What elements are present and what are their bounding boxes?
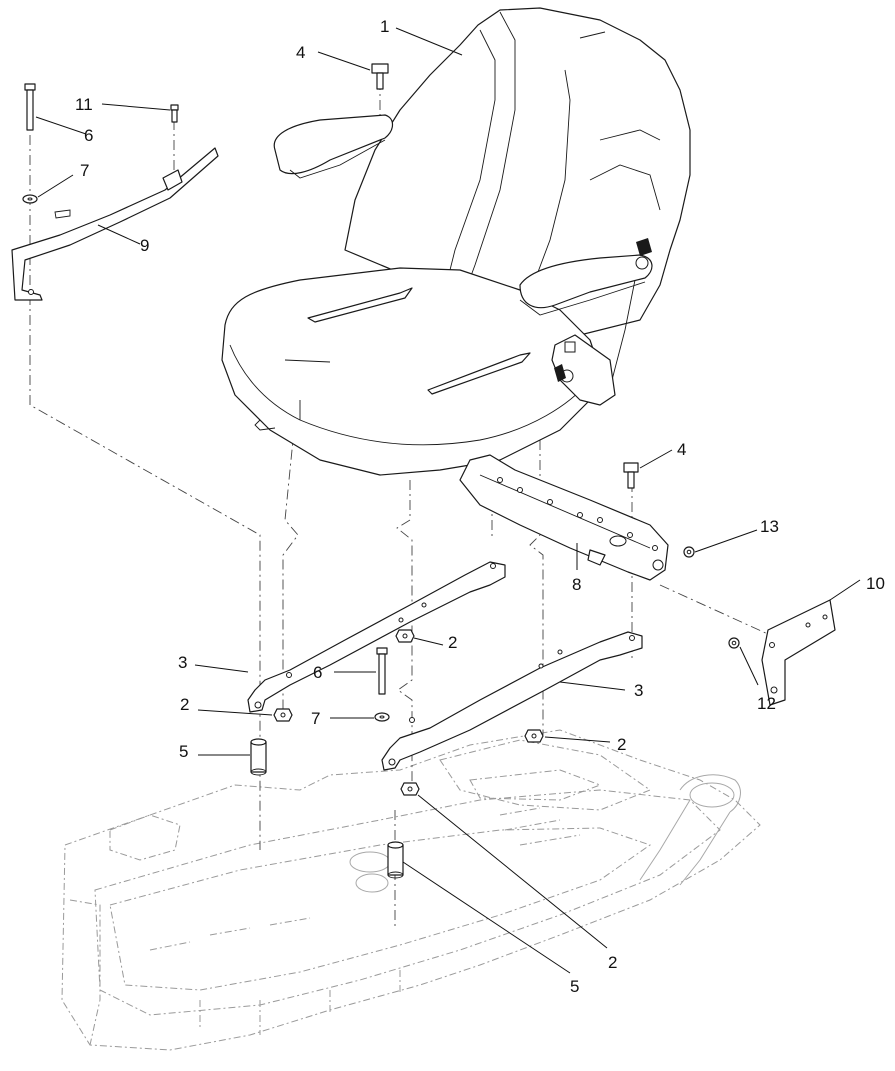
left-mount-bracket (11, 147, 219, 301)
callout-1: 1 (380, 17, 389, 36)
seat-assembly (221, 7, 691, 581)
spacer-item-5-left (250, 738, 267, 776)
callout-10: 10 (866, 574, 885, 593)
callout-2-a: 2 (448, 633, 457, 652)
callout-3-upper: 3 (178, 653, 187, 672)
callout-9: 9 (140, 236, 149, 255)
nut-item-2-c (524, 729, 544, 743)
callout-2-d: 2 (608, 953, 617, 972)
callout-6-center: 6 (313, 663, 322, 682)
assembly-centerlines (29, 80, 771, 930)
nut-item-2-b (273, 708, 293, 722)
screw-item-11 (170, 104, 179, 123)
nut-item-13 (683, 546, 695, 558)
nut-item-2-a (395, 629, 415, 643)
callout-8: 8 (572, 575, 581, 594)
callout-4-right: 4 (677, 440, 686, 459)
rail-item-3-upper (247, 561, 506, 713)
washer-item-7-left (22, 194, 38, 204)
rail-item-3-lower (381, 631, 643, 771)
callout-12: 12 (757, 694, 776, 713)
leader-lines (35, 27, 861, 974)
callout-4-top: 4 (296, 43, 305, 62)
callout-7-center: 7 (311, 709, 320, 728)
bolt-item-6-left (24, 83, 36, 131)
bracket-item-10 (761, 599, 836, 706)
bolt-item-6-center (376, 647, 388, 695)
callout-2-c: 2 (617, 735, 626, 754)
bolt-item-4-top (371, 63, 389, 90)
callout-3-lower: 3 (634, 681, 643, 700)
bolt-item-4-right (623, 462, 639, 489)
callout-13: 13 (760, 517, 779, 536)
callout-7-left: 7 (80, 161, 89, 180)
washer-item-7-center (374, 712, 390, 722)
callout-6-left: 6 (84, 126, 93, 145)
nut-item-2-d (400, 782, 420, 796)
spacer-item-5-right (387, 841, 404, 879)
callout-labels: 1 4 11 6 7 9 4 13 8 10 2 3 6 2 7 3 12 5 … (75, 17, 885, 996)
callout-11: 11 (75, 95, 93, 114)
callout-2-b: 2 (180, 695, 189, 714)
nut-item-12 (728, 637, 740, 649)
frame-deck-phantom (61, 729, 761, 1051)
callout-5-left: 5 (179, 742, 188, 761)
callout-5-right: 5 (570, 977, 579, 996)
